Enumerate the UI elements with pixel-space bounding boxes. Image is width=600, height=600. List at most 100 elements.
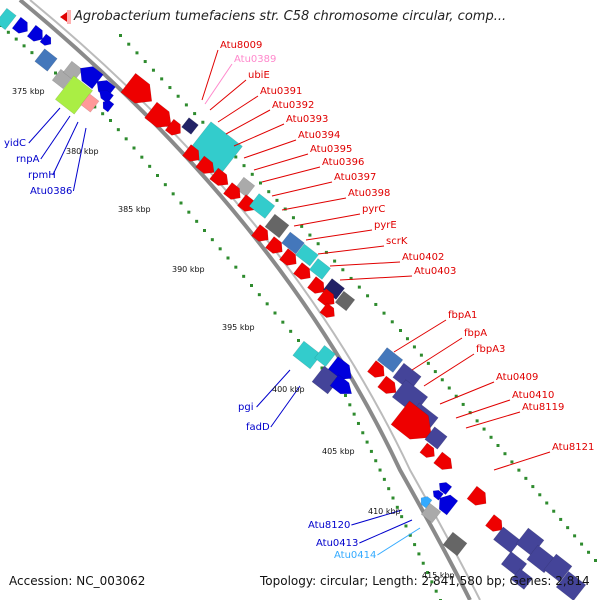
- gene-label: Atu0409: [496, 372, 538, 383]
- tick-dot: [242, 164, 246, 168]
- tick-dot: [135, 51, 139, 55]
- gene-feature: [26, 24, 43, 42]
- gene-feature: [329, 374, 352, 395]
- tick-dot: [234, 155, 238, 159]
- gene-label: Atu8121: [552, 442, 594, 453]
- tick-dot: [408, 533, 412, 537]
- tick-dot: [559, 517, 563, 521]
- label-leader: [455, 399, 511, 419]
- tick-dot: [391, 496, 395, 500]
- kbp-label: 405 kbp: [322, 447, 355, 456]
- tick-dot: [503, 452, 507, 456]
- gene-feature: [164, 118, 181, 136]
- tick-dot: [6, 30, 10, 34]
- tick-dot: [365, 440, 369, 444]
- tick-dot: [195, 219, 199, 223]
- tick-dot: [148, 164, 152, 168]
- gene-feature: [209, 167, 229, 186]
- tick-dot: [291, 216, 295, 220]
- tick-dot: [395, 505, 399, 509]
- gene-feature: [433, 451, 453, 470]
- tick-dot: [352, 412, 356, 416]
- tick-dot: [369, 449, 373, 453]
- tick-dot: [404, 524, 408, 528]
- gene-feature: [390, 400, 433, 440]
- label-leader: [72, 127, 87, 192]
- label-leader: [377, 527, 421, 556]
- gene-label: rnpA: [16, 154, 40, 165]
- tick-dot: [187, 210, 191, 214]
- gene-label: fbpA: [464, 328, 487, 339]
- tick-dot: [412, 345, 416, 349]
- gene-feature: [466, 485, 487, 506]
- gene-label: Atu0395: [310, 144, 352, 155]
- label-leader: [28, 107, 61, 144]
- tick-dot: [510, 460, 514, 464]
- gene-feature: [80, 66, 104, 90]
- gene-label: ubiE: [248, 70, 270, 81]
- kbp-label: 390 kbp: [172, 265, 205, 274]
- tick-dot: [417, 552, 421, 556]
- tick-dot: [14, 37, 18, 41]
- tick-dot: [587, 550, 591, 554]
- gene-label: Atu0386: [30, 186, 72, 197]
- tick-dot: [289, 329, 293, 333]
- gene-feature: [182, 144, 200, 162]
- tick-dot: [426, 571, 430, 575]
- gene-label: pyrE: [374, 220, 397, 231]
- tick-dot: [93, 105, 97, 109]
- gene-label: fadD: [246, 422, 270, 433]
- gene-feature: [54, 75, 94, 115]
- gene-feature: [432, 489, 444, 501]
- gene-feature: [555, 570, 587, 600]
- tick-dot: [22, 44, 26, 48]
- tick-dot: [193, 112, 197, 116]
- tick-dot: [405, 337, 409, 341]
- tick-dot: [580, 542, 584, 546]
- tick-dot: [545, 501, 549, 505]
- tick-dot: [419, 353, 423, 357]
- gene-feature: [34, 48, 58, 72]
- tick-dot: [573, 534, 577, 538]
- gene-feature: [424, 426, 448, 450]
- label-leaders: [28, 49, 551, 556]
- tick-dot: [160, 77, 164, 81]
- gene-feature: [442, 531, 468, 557]
- gene-feature: [309, 258, 331, 280]
- gene-feature: [377, 375, 397, 394]
- gene-label: Atu0397: [334, 172, 376, 183]
- tick-dot: [524, 476, 528, 480]
- label-leader: [359, 519, 413, 544]
- tick-dot: [433, 370, 437, 374]
- label-leader: [393, 319, 447, 353]
- tick-dot: [357, 285, 361, 289]
- tick-dot: [143, 60, 147, 64]
- title-marker-icon: [67, 10, 71, 24]
- tick-dot: [127, 42, 131, 46]
- tick-dot: [430, 580, 434, 584]
- gene-feature: [376, 347, 404, 373]
- tick-dot: [176, 94, 180, 98]
- tick-dot: [140, 155, 144, 159]
- tick-dot: [267, 190, 271, 194]
- gene-label: Atu0389: [234, 54, 276, 65]
- tick-dot: [210, 238, 214, 242]
- tick-dot: [333, 259, 337, 263]
- tick-dot: [275, 198, 279, 202]
- gene-feature: [367, 360, 385, 378]
- label-leader: [253, 153, 309, 171]
- tick-dot: [489, 435, 493, 439]
- kbp-label: 400 kbp: [272, 385, 305, 394]
- tick-dot: [475, 419, 479, 423]
- topology-text: Topology: circular; Length: 2,841,580 bp…: [260, 574, 590, 588]
- gene-label: Atu0396: [322, 157, 364, 168]
- tick-dot: [552, 509, 556, 513]
- gene-feature: [265, 236, 283, 254]
- label-leader: [317, 245, 385, 255]
- gene-feature: [264, 213, 290, 239]
- gene-feature: [181, 117, 199, 135]
- gene-feature: [317, 288, 335, 306]
- label-leader: [351, 509, 403, 526]
